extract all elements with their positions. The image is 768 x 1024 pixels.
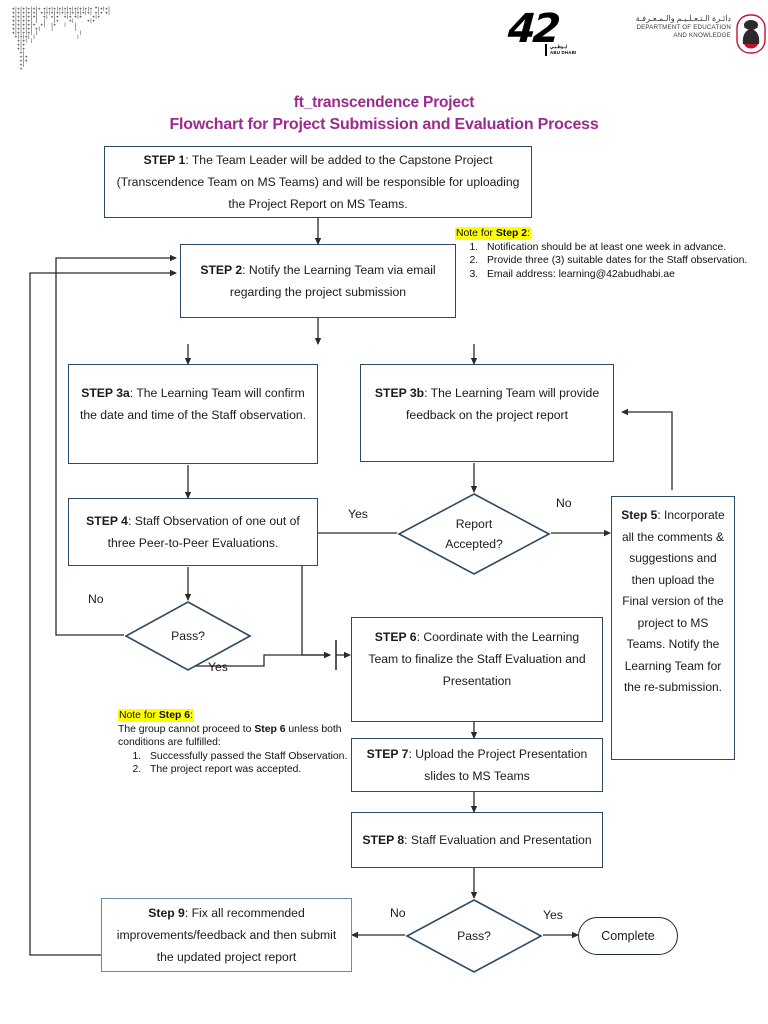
diamond-shape bbox=[405, 899, 543, 973]
step-9-text: : Fix all recommended improvements/feedb… bbox=[116, 906, 337, 964]
step-9-box[interactable]: Step 9: Fix all recommended improvements… bbox=[101, 898, 352, 972]
note-step-2-item: Email address: learning@42abudhabi.ae bbox=[481, 268, 755, 281]
step-3a-text: : The Learning Team will confirm the dat… bbox=[79, 386, 307, 422]
step-1-label: STEP 1 bbox=[143, 153, 186, 167]
decision-report-accepted-label: Report Accepted? bbox=[397, 492, 551, 576]
doek-english-line1: DEPARTMENT OF EDUCATION bbox=[636, 24, 731, 31]
note-step-6-list: Successfully passed the Staff Observatio… bbox=[118, 750, 350, 777]
decision-pass-observation-label: Pass? bbox=[171, 629, 205, 643]
note-step-6-heading-bold: Step 6 bbox=[158, 710, 191, 721]
edge-label-obs-yes: Yes bbox=[208, 660, 228, 674]
decision-pass-final[interactable]: Pass? bbox=[405, 898, 543, 974]
note-step-2-item: Provide three (3) suitable dates for the… bbox=[481, 254, 755, 267]
step-7-text: : Upload the Project Presentation slides… bbox=[408, 747, 588, 783]
step-3b-label: STEP 3b bbox=[374, 386, 425, 400]
note-step-2: Note for Step 2: Notification should be … bbox=[455, 223, 755, 281]
step-6-text: : Coordinate with the Learning Team to f… bbox=[368, 629, 586, 688]
note-step-2-item: Notification should be at least one week… bbox=[481, 241, 755, 254]
page-title-line2: Flowchart for Project Submission and Eva… bbox=[169, 116, 599, 133]
edge-label-final-no: No bbox=[390, 906, 406, 920]
note-step-6-item: Successfully passed the Staff Observatio… bbox=[144, 750, 350, 763]
logo-42-subtitle-en: ABU DHABI bbox=[550, 50, 577, 55]
step-4-label: STEP 4 bbox=[86, 514, 128, 528]
note-step-6-lead-part2: unless both conditions are fulfilled: bbox=[118, 724, 342, 749]
step-9-label: Step 9 bbox=[148, 906, 185, 920]
terminator-complete-label: Complete bbox=[601, 929, 655, 943]
note-step-6-lead-part1: The group cannot proceed to bbox=[118, 724, 255, 735]
edge-label-final-yes: Yes bbox=[543, 908, 563, 922]
step-1-box[interactable]: STEP 1: The Team Leader will be added to… bbox=[104, 146, 532, 218]
step-2-box[interactable]: STEP 2: Notify the Learning Team via ema… bbox=[180, 244, 456, 318]
note-step-6-item: The project report was accepted. bbox=[144, 763, 350, 776]
decision-line2: Accepted? bbox=[445, 537, 503, 551]
decision-line1: Report bbox=[455, 517, 493, 531]
doek-english-line2: AND KNOWLEDGE bbox=[673, 32, 731, 40]
doek-text: دائـرة الـتـعـلـيـم والـمـعـرفـة DEPARTM… bbox=[600, 14, 731, 40]
step-8-box[interactable]: STEP 8: Staff Evaluation and Presentatio… bbox=[351, 812, 603, 868]
note-step-2-heading-suffix: : bbox=[527, 228, 530, 239]
note-step-6-heading-prefix: Note for bbox=[119, 710, 159, 721]
logo-42-glyph: 42 bbox=[506, 6, 560, 52]
note-step-2-list: Notification should be at least one week… bbox=[455, 241, 755, 281]
step-3b-box[interactable]: STEP 3b: The Learning Team will provide … bbox=[360, 364, 614, 462]
edge-label-report-yes: Yes bbox=[348, 507, 368, 521]
note-step-6-heading: Note for Step 6: bbox=[118, 709, 194, 722]
edge-label-report-no: No bbox=[556, 496, 572, 510]
step-3a-box[interactable]: STEP 3a: The Learning Team will confirm … bbox=[68, 364, 318, 464]
step-5-text: : Incorporate all the comments & suggest… bbox=[621, 508, 725, 694]
step-3b-text: : The Learning Team will provide feedbac… bbox=[406, 386, 600, 422]
step-2-text: : Notify the Learning Team via email reg… bbox=[229, 263, 436, 299]
step-6-label: STEP 6 bbox=[374, 629, 417, 644]
note-step-6: Note for Step 6: The group cannot procee… bbox=[118, 705, 350, 777]
step-8-text: : Staff Evaluation and Presentation bbox=[404, 833, 592, 847]
doek-logo: دائـرة الـتـعـلـيـم والـمـعـرفـة DEPARTM… bbox=[600, 14, 766, 60]
falcon-crest-icon bbox=[736, 14, 766, 54]
step-5-label: Step 5 bbox=[621, 508, 658, 522]
step-2-label: STEP 2 bbox=[200, 263, 243, 277]
note-step-2-heading: Note for Step 2: bbox=[455, 227, 531, 240]
step-3a-label: STEP 3a bbox=[81, 386, 130, 400]
diamond-shape bbox=[124, 601, 252, 671]
step-4-box[interactable]: STEP 4: Staff Observation of one out of … bbox=[68, 498, 318, 566]
step-5-box[interactable]: Step 5: Incorporate all the comments & s… bbox=[611, 496, 735, 760]
decision-pass-observation[interactable]: Pass? bbox=[124, 600, 252, 672]
step-6-box[interactable]: STEP 6: Coordinate with the Learning Tea… bbox=[351, 617, 603, 722]
note-step-2-heading-bold: Step 2 bbox=[495, 228, 528, 239]
page-title-line1: ft_transcendence Project bbox=[293, 94, 475, 111]
note-step-6-heading-suffix: : bbox=[190, 710, 193, 721]
terminator-complete[interactable]: Complete bbox=[578, 917, 678, 955]
step-8-label: STEP 8 bbox=[362, 833, 405, 847]
logo-42-subtitle: ابـوظـبـي ABU DHABI bbox=[545, 44, 576, 56]
step-4-text: : Staff Observation of one out of three … bbox=[107, 514, 300, 550]
step-7-label: STEP 7 bbox=[366, 747, 409, 761]
note-step-6-lead: The group cannot proceed to Step 6 unles… bbox=[118, 723, 350, 750]
logo-42-abudhabi: 42 ابـوظـبـي ABU DHABI bbox=[506, 6, 578, 60]
ascii-dot-pattern-icon: +|+|+|+|+|+ +|+|+|+|+|+|+|+|+|+ *|+|+| +… bbox=[12, 7, 111, 72]
step-7-box[interactable]: STEP 7: Upload the Project Presentation … bbox=[351, 738, 603, 792]
step-1-text: : The Team Leader will be added to the C… bbox=[116, 153, 520, 211]
edge-label-obs-no: No bbox=[88, 592, 104, 606]
diamond-shape bbox=[397, 493, 551, 575]
decision-report-accepted[interactable]: Report Accepted? bbox=[397, 492, 551, 576]
note-step-2-heading-prefix: Note for bbox=[456, 228, 496, 239]
decision-pass-final-label: Pass? bbox=[457, 929, 491, 943]
logo-42-subtitle-ar: ابـوظـبـي bbox=[550, 44, 568, 49]
note-step-6-lead-bold: Step 6 bbox=[254, 724, 286, 735]
doek-arabic: دائـرة الـتـعـلـيـم والـمـعـرفـة bbox=[635, 14, 731, 23]
